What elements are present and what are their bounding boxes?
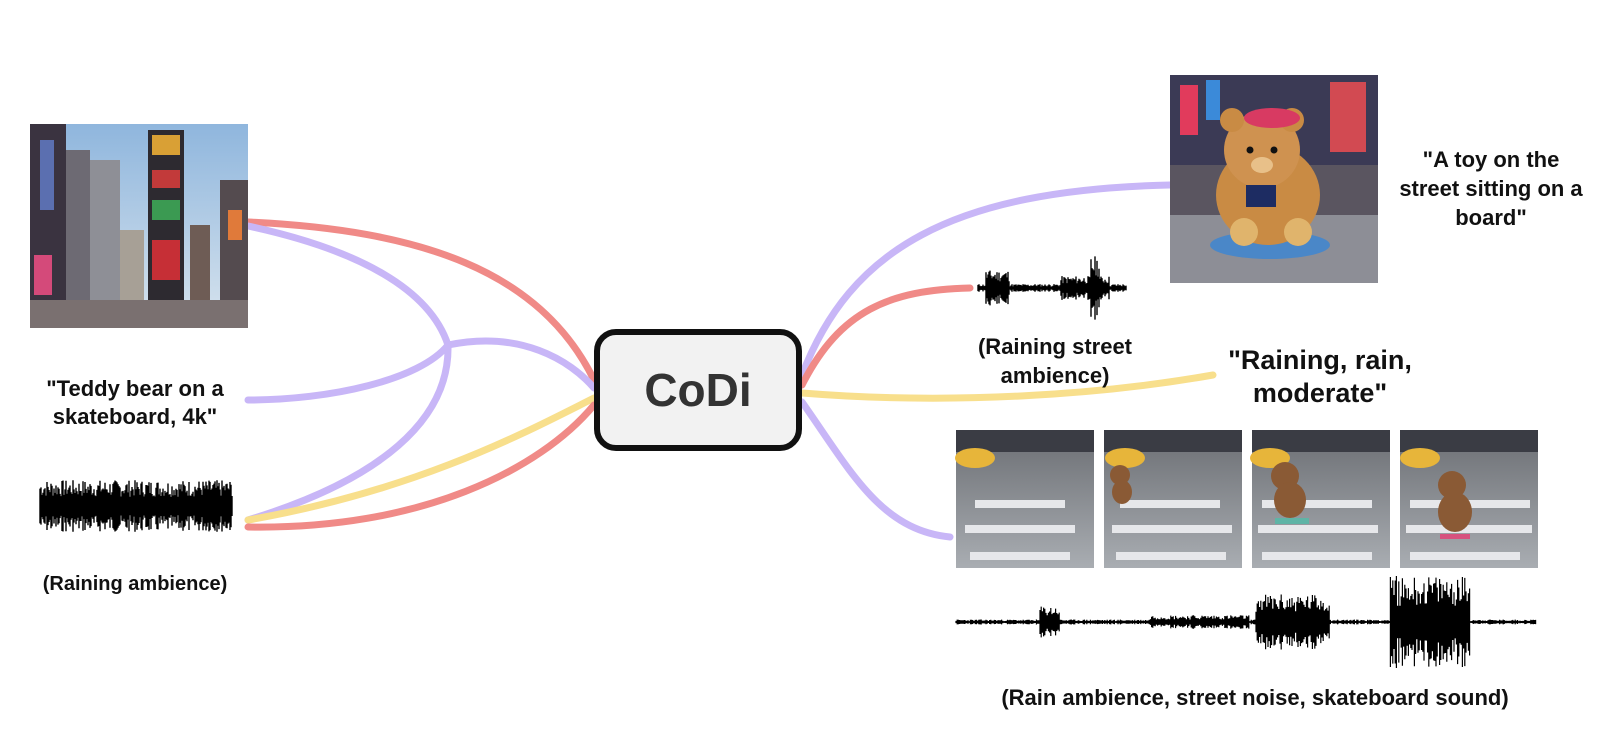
video-frame-4 bbox=[1400, 430, 1538, 568]
connector-hub-to-codi-purple bbox=[444, 337, 598, 392]
output-image-caption: "A toy on the street sitting on a board" bbox=[1399, 147, 1583, 230]
connector-codi-to-text-yellow bbox=[798, 371, 1217, 402]
times-square-image bbox=[30, 124, 248, 328]
codi-label: CoDi bbox=[644, 364, 752, 416]
output-video-audio-label: (Rain ambience, street noise, skateboard… bbox=[1001, 685, 1509, 710]
video-frame-1 bbox=[955, 430, 1094, 568]
connector-codi-to-audio-red bbox=[798, 284, 974, 389]
connector-codi-to-video-purple bbox=[798, 398, 954, 541]
codi-model-box: CoDi bbox=[594, 329, 802, 451]
right-connectors bbox=[798, 181, 1217, 541]
output-audio-label: (Raining street ambience) bbox=[977, 334, 1133, 388]
video-frame-2 bbox=[1104, 430, 1242, 568]
output-text: "Raining, rain, moderate" bbox=[1228, 345, 1412, 408]
connector-audio-to-codi-yellow bbox=[244, 394, 598, 524]
input-audio-label: (Raining ambience) bbox=[42, 573, 228, 595]
connector-audio-to-codi-red bbox=[244, 401, 598, 531]
connector-codi-to-image-purple bbox=[798, 181, 1174, 379]
connector-image-to-hub-purple bbox=[244, 222, 452, 349]
input-text-prompt: "Teddy bear on a skateboard, 4k" bbox=[46, 376, 224, 429]
left-connectors bbox=[244, 218, 598, 531]
video-frames bbox=[955, 430, 1538, 568]
teddy-bear-image bbox=[1170, 75, 1378, 283]
output-audio-waveform bbox=[977, 256, 1127, 320]
video-audio-waveform bbox=[955, 576, 1537, 668]
connector-audio-to-hub-purple bbox=[244, 341, 452, 524]
video-frame-3 bbox=[1250, 430, 1390, 568]
connector-text-to-hub-purple bbox=[244, 341, 452, 404]
input-waveform-lines bbox=[39, 480, 233, 532]
connector-image-to-codi-red bbox=[244, 218, 598, 384]
